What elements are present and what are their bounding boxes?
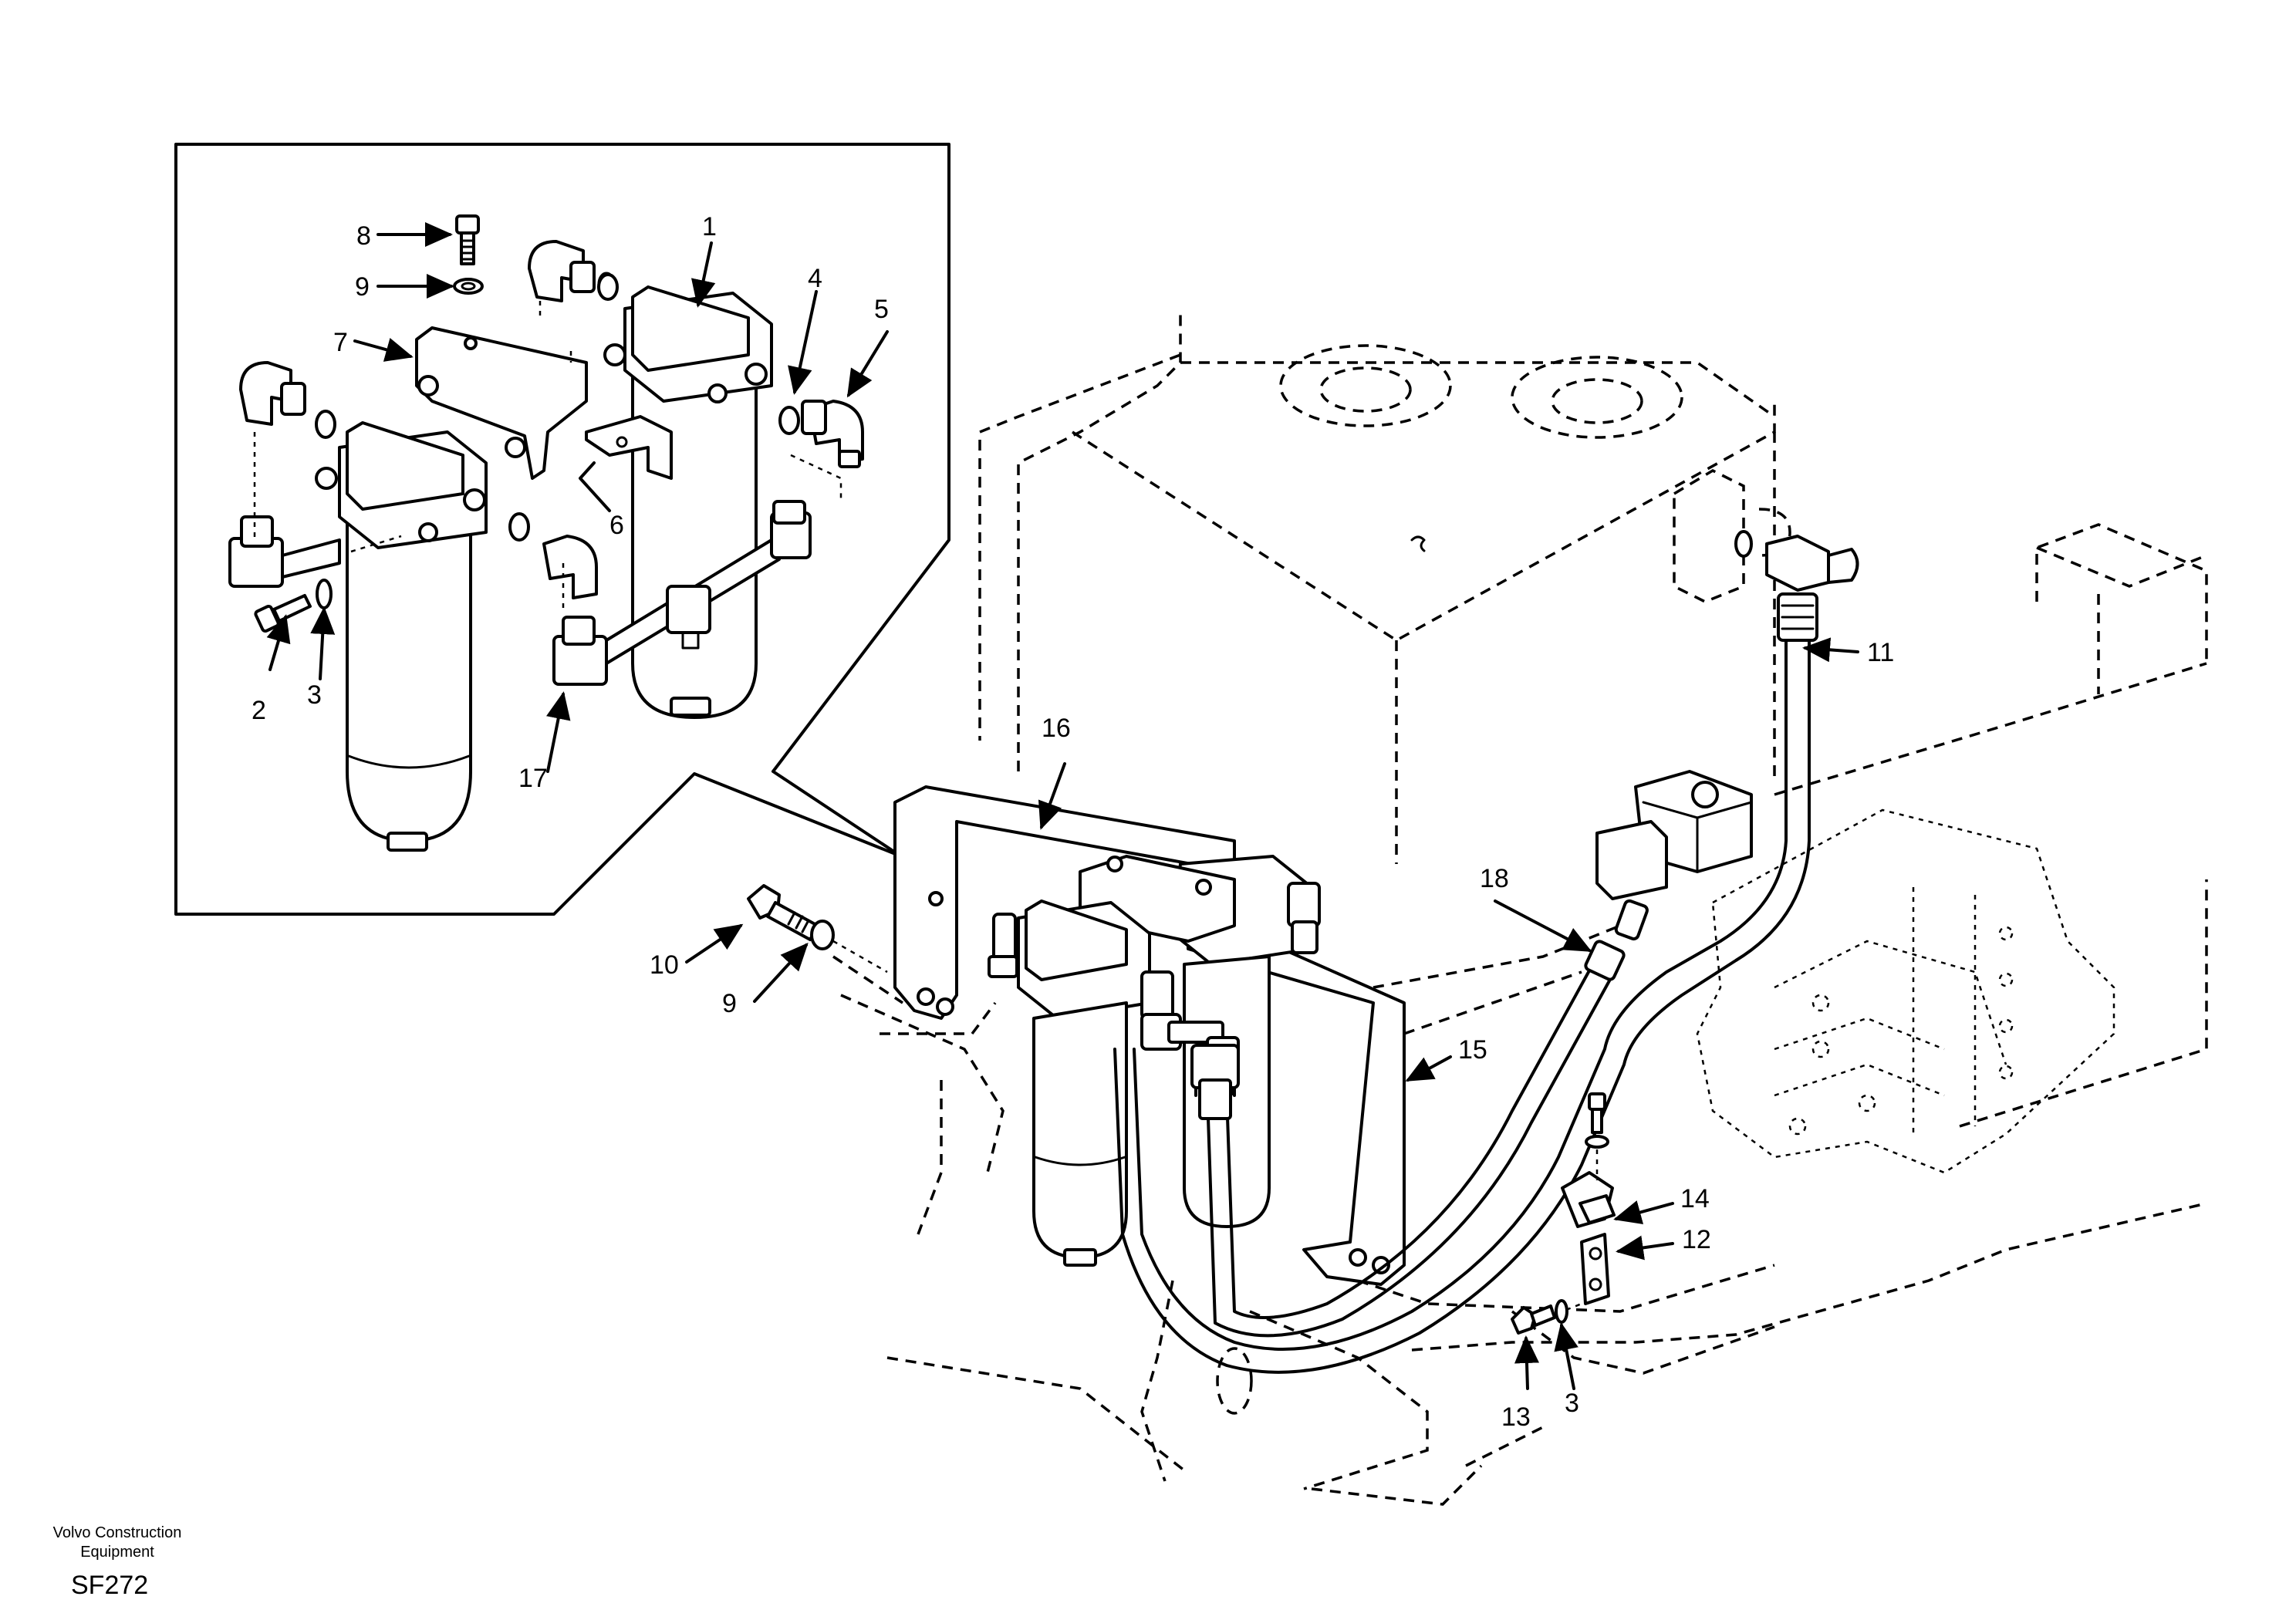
callout-labels: 1 2 3 4 5 6 7 8 9 17 16 10 9 11 18 15 14… — [252, 212, 1894, 1432]
footer: Volvo Construction Equipment SF272 — [53, 1524, 182, 1600]
callout-9a: 9 — [355, 272, 370, 302]
callout-16: 16 — [1042, 714, 1071, 743]
callout-1: 1 — [702, 212, 717, 241]
callout-17: 17 — [518, 764, 548, 793]
callout-13: 13 — [1501, 1402, 1531, 1432]
inset-filter-assembly — [228, 214, 864, 852]
callout-leaders — [266, 222, 1859, 1390]
callout-2: 2 — [252, 696, 266, 725]
callout-18: 18 — [1480, 864, 1509, 893]
brand-line-1: Volvo Construction — [53, 1524, 182, 1541]
main-filter-assembly — [747, 530, 1859, 1374]
callout-5: 5 — [874, 295, 889, 324]
callout-15: 15 — [1458, 1035, 1487, 1065]
brand-line-2: Equipment — [80, 1544, 154, 1561]
callout-3b: 3 — [1565, 1389, 1579, 1418]
callout-4: 4 — [808, 264, 822, 293]
callout-10: 10 — [650, 950, 679, 980]
callout-3a: 3 — [307, 680, 322, 710]
callout-11: 11 — [1867, 638, 1894, 667]
callout-12: 12 — [1682, 1225, 1711, 1254]
callout-7: 7 — [333, 328, 348, 357]
callout-14: 14 — [1680, 1184, 1710, 1213]
callout-9b: 9 — [722, 989, 737, 1018]
callout-8: 8 — [356, 221, 371, 251]
callout-6: 6 — [609, 511, 624, 540]
drawing-code: SF272 — [71, 1571, 148, 1600]
